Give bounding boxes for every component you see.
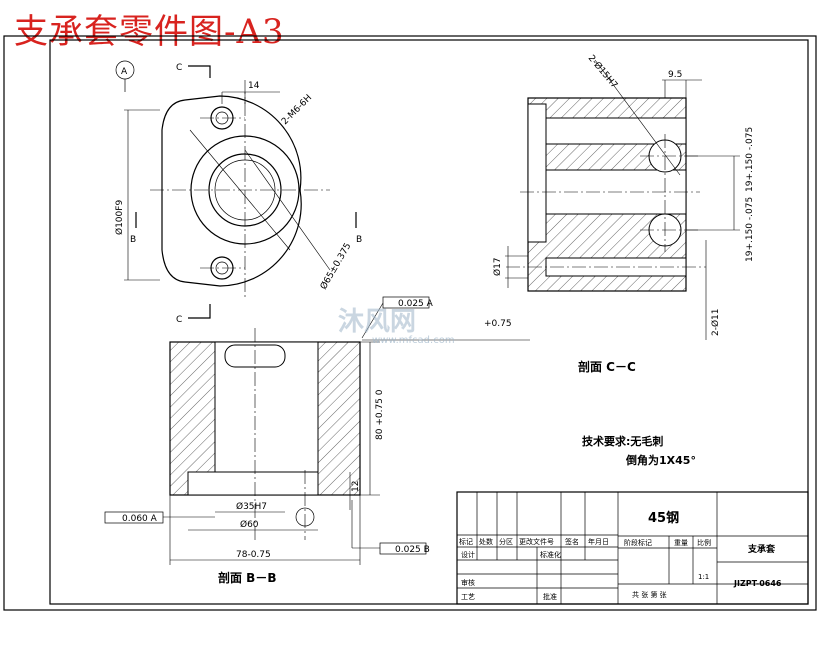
gdt-bottom: 0.025 B — [395, 545, 430, 555]
tb-material: 45钢 — [648, 510, 679, 526]
inner-frame — [49, 39, 809, 605]
section-cc-view: 2-Ø15H7 9.5 19+.150 -.075 19+.150 -.075 … — [492, 53, 755, 374]
tb-designer: 设计 — [461, 550, 475, 559]
tb-weight: 重量 — [674, 539, 688, 547]
title-block: 标记 处数 分区 更改文件号 签名 年月日 设计 标准化 审核 工艺 批准 45… — [456, 491, 809, 605]
gdt-left: 0.060 A — [122, 514, 158, 524]
tb-h-sign: 签名 — [565, 537, 579, 546]
tb-check: 审核 — [461, 578, 475, 587]
drawing-title: 支承套零件图-A3 — [14, 12, 285, 52]
tb-h-date: 年月日 — [588, 537, 609, 546]
watermark-url: www.mfcad.com — [372, 335, 455, 346]
dim-14: 14 — [248, 81, 260, 91]
cut-c-bottom: C — [176, 315, 182, 325]
tb-h-mark: 标记 — [459, 537, 473, 546]
dim-78: 78-0.75 — [236, 550, 271, 560]
section-bb-view: 80 +0.75 0 12 Ø35H7 Ø60 78-0.75 +0.75 0.… — [104, 296, 530, 585]
top-view: A 14 2-M6-6H Ø100F9 Ø65±0.375 C C B B — [114, 60, 362, 325]
dim-phi60: Ø60 — [240, 519, 259, 530]
tb-process: 工艺 — [461, 593, 475, 601]
dim-phi65: Ø65±0.375 — [318, 241, 353, 291]
gdt-top: 0.025 A — [398, 299, 434, 309]
tb-stage: 阶段标记 — [624, 538, 652, 547]
tb-sheets: 共 张 第 张 — [632, 590, 667, 599]
tech-req-chamfer: 倒角为1X45° — [625, 453, 696, 467]
datum-a-label: A — [121, 67, 128, 77]
dim-2-m6: 2-M6-6H — [280, 93, 314, 127]
cut-b-left: B — [130, 235, 136, 245]
tb-scale-value: 1:1 — [698, 573, 709, 581]
dim-075: +0.75 — [484, 319, 512, 329]
tb-h-zone: 分区 — [499, 537, 513, 546]
tb-approve: 批准 — [543, 592, 557, 601]
dim-2-phi15: 2-Ø15H7 — [586, 53, 620, 91]
dim-phi100: Ø100F9 — [114, 200, 125, 235]
dim-19-b: 19+.150 -.075 — [745, 197, 755, 262]
dim-phi17: Ø17 — [492, 257, 503, 276]
dim-9-5: 9.5 — [668, 70, 682, 80]
outer-frame — [3, 35, 817, 611]
tb-drawing-no: JIZPT-0646 — [733, 579, 782, 588]
tb-standard: 标准化 — [540, 550, 561, 559]
watermark-brand: 沐风网 — [338, 307, 416, 337]
tb-h-change: 更改文件号 — [519, 537, 554, 546]
dim-80: 80 +0.75 0 — [375, 389, 385, 440]
dim-phi35: Ø35H7 — [236, 501, 267, 512]
cut-b-right: B — [356, 235, 362, 245]
dim-2-phi11: 2-Ø11 — [710, 308, 721, 336]
tech-req-heading: 技术要求:无毛刺 — [582, 434, 663, 448]
dim-19-a: 19+.150 -.075 — [745, 127, 755, 192]
tb-scale-label: 比例 — [697, 538, 711, 547]
section-bb-label: 剖面 B－B — [218, 570, 276, 585]
cut-c-top: C — [176, 63, 182, 73]
flange-outline — [161, 95, 302, 287]
tb-part-name: 支承套 — [747, 543, 776, 555]
section-cc-label: 剖面 C－C — [578, 359, 636, 374]
dim-12: 12 — [351, 481, 361, 492]
tb-h-count: 处数 — [479, 537, 493, 546]
